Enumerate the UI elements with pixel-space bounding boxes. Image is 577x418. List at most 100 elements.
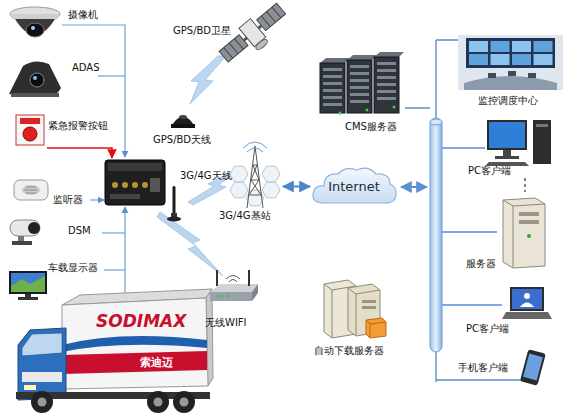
monitor-icon (8, 270, 48, 300)
truck-illustration-part (22, 333, 62, 356)
device-wires-part (102, 232, 125, 233)
cms-icon-part (323, 75, 342, 78)
node-label: CMS服务器 (345, 121, 397, 133)
button-icon (15, 114, 45, 146)
cms-icon-part (350, 65, 369, 68)
gps-icon-part (171, 124, 195, 128)
pc-icon-part (533, 120, 551, 164)
phone-icon-part-part (520, 349, 546, 386)
dlserver-icon-part (366, 318, 386, 338)
mdvr-unit (105, 160, 165, 205)
control-icon-part (469, 54, 488, 65)
control-icon-part (508, 71, 516, 76)
server-icon (495, 196, 547, 268)
adas-icon-part (30, 73, 44, 87)
antenna-icon-part (171, 213, 177, 217)
server-icon-part (527, 234, 531, 238)
truck-illustration-part (22, 372, 62, 382)
node-label: 紧急报警按钮 (48, 120, 108, 132)
button-icon-part (16, 115, 44, 145)
monitor-icon-part (11, 273, 45, 292)
device-wires-part (104, 269, 125, 270)
dsm-icon-part (12, 241, 32, 245)
adas-icon (5, 56, 63, 98)
wireless-signal-part (190, 56, 226, 104)
internet-cloud: Internet (310, 165, 398, 208)
laptop-client: PC客户端 (462, 280, 557, 337)
cms-icon-part (347, 60, 372, 113)
node-label: ADAS (72, 62, 100, 74)
router-icon-part (217, 295, 219, 297)
cms-icon-part (366, 109, 369, 112)
control-icon-part (458, 35, 563, 90)
tower-icon-part (230, 166, 248, 182)
phone-icon-part-part (523, 354, 543, 381)
device-wires-part (90, 199, 104, 200)
node-label: PC客户端 (466, 323, 509, 335)
laptop-icon-part (512, 289, 542, 309)
wifi-router: 无线WIFI (200, 266, 266, 332)
adas-icon-part (33, 76, 37, 80)
listener-icon (12, 176, 50, 204)
cms-server: CMS服务器 (315, 50, 407, 134)
truck-illustration-part (180, 398, 189, 407)
dsm-icon-part (10, 220, 40, 236)
control-icon-part (512, 54, 531, 65)
listener-icon-part (14, 180, 48, 200)
cms-icon-part (350, 100, 369, 103)
cms-icon-part (350, 93, 369, 96)
router-icon-part (248, 270, 250, 286)
network-bus-part (430, 118, 442, 352)
server-icon-part (519, 220, 539, 224)
truck-logo-cn: 索迪迈 (140, 356, 173, 369)
adas-device: ADAS (2, 52, 102, 102)
mdvr-unit-part (142, 182, 148, 188)
tower-icon-part (262, 182, 280, 198)
pc-icon-part (489, 122, 525, 148)
cms-icon-part (350, 72, 369, 75)
server-icon-part (503, 198, 545, 268)
dlserver-icon-part (362, 306, 376, 309)
dsm-device: DSM (5, 212, 102, 250)
laptop-icon-part (510, 287, 544, 311)
camera-icon-part (31, 26, 35, 30)
control-icon-part (528, 73, 536, 78)
cms-icon (318, 55, 403, 117)
laptop-icon-part (502, 312, 552, 319)
pc-icon-part (503, 150, 511, 156)
router-icon-part (252, 284, 258, 301)
mdvr-unit-part (150, 178, 160, 192)
button-icon-part (23, 127, 37, 141)
pc-icon-part (495, 156, 519, 159)
cms-icon-part (350, 86, 369, 89)
tower-icon-part (262, 166, 280, 182)
base-station: 3G/4G基站 (215, 135, 283, 225)
satellite: GPS/BD卫星 (170, 2, 295, 64)
monitor-icon-part (9, 271, 47, 294)
pc-icon (485, 118, 555, 168)
router-icon-part (222, 295, 224, 297)
mdvr-unit-part (108, 163, 162, 171)
network-bus-part (430, 119, 442, 125)
satellite-icon-part-part (254, 38, 269, 52)
truck-illustration-part (62, 351, 207, 374)
node-label: 监控调度中心 (478, 95, 538, 107)
gps-antenna: GPS/BD天线 (150, 100, 230, 148)
tower-icon-part (243, 142, 267, 152)
control-icon-part (488, 73, 496, 78)
cms-icon-part (377, 69, 396, 72)
cms-icon-part (323, 96, 342, 99)
control-icon-part (466, 38, 555, 68)
satellite-icon-part-part (224, 39, 244, 59)
dlserver-icon-part (366, 320, 386, 338)
control-icon-part (534, 54, 553, 65)
control-icon-part (491, 41, 510, 52)
tower-icon (230, 140, 280, 210)
control-icon-part (491, 54, 510, 65)
laptop-icon (500, 285, 552, 321)
server-icon-part (503, 200, 545, 268)
cms-icon-part (323, 82, 342, 85)
node-label: 自动下载服务器 (314, 345, 384, 357)
cms-icon-part (377, 97, 396, 100)
button-icon-part (20, 118, 40, 124)
